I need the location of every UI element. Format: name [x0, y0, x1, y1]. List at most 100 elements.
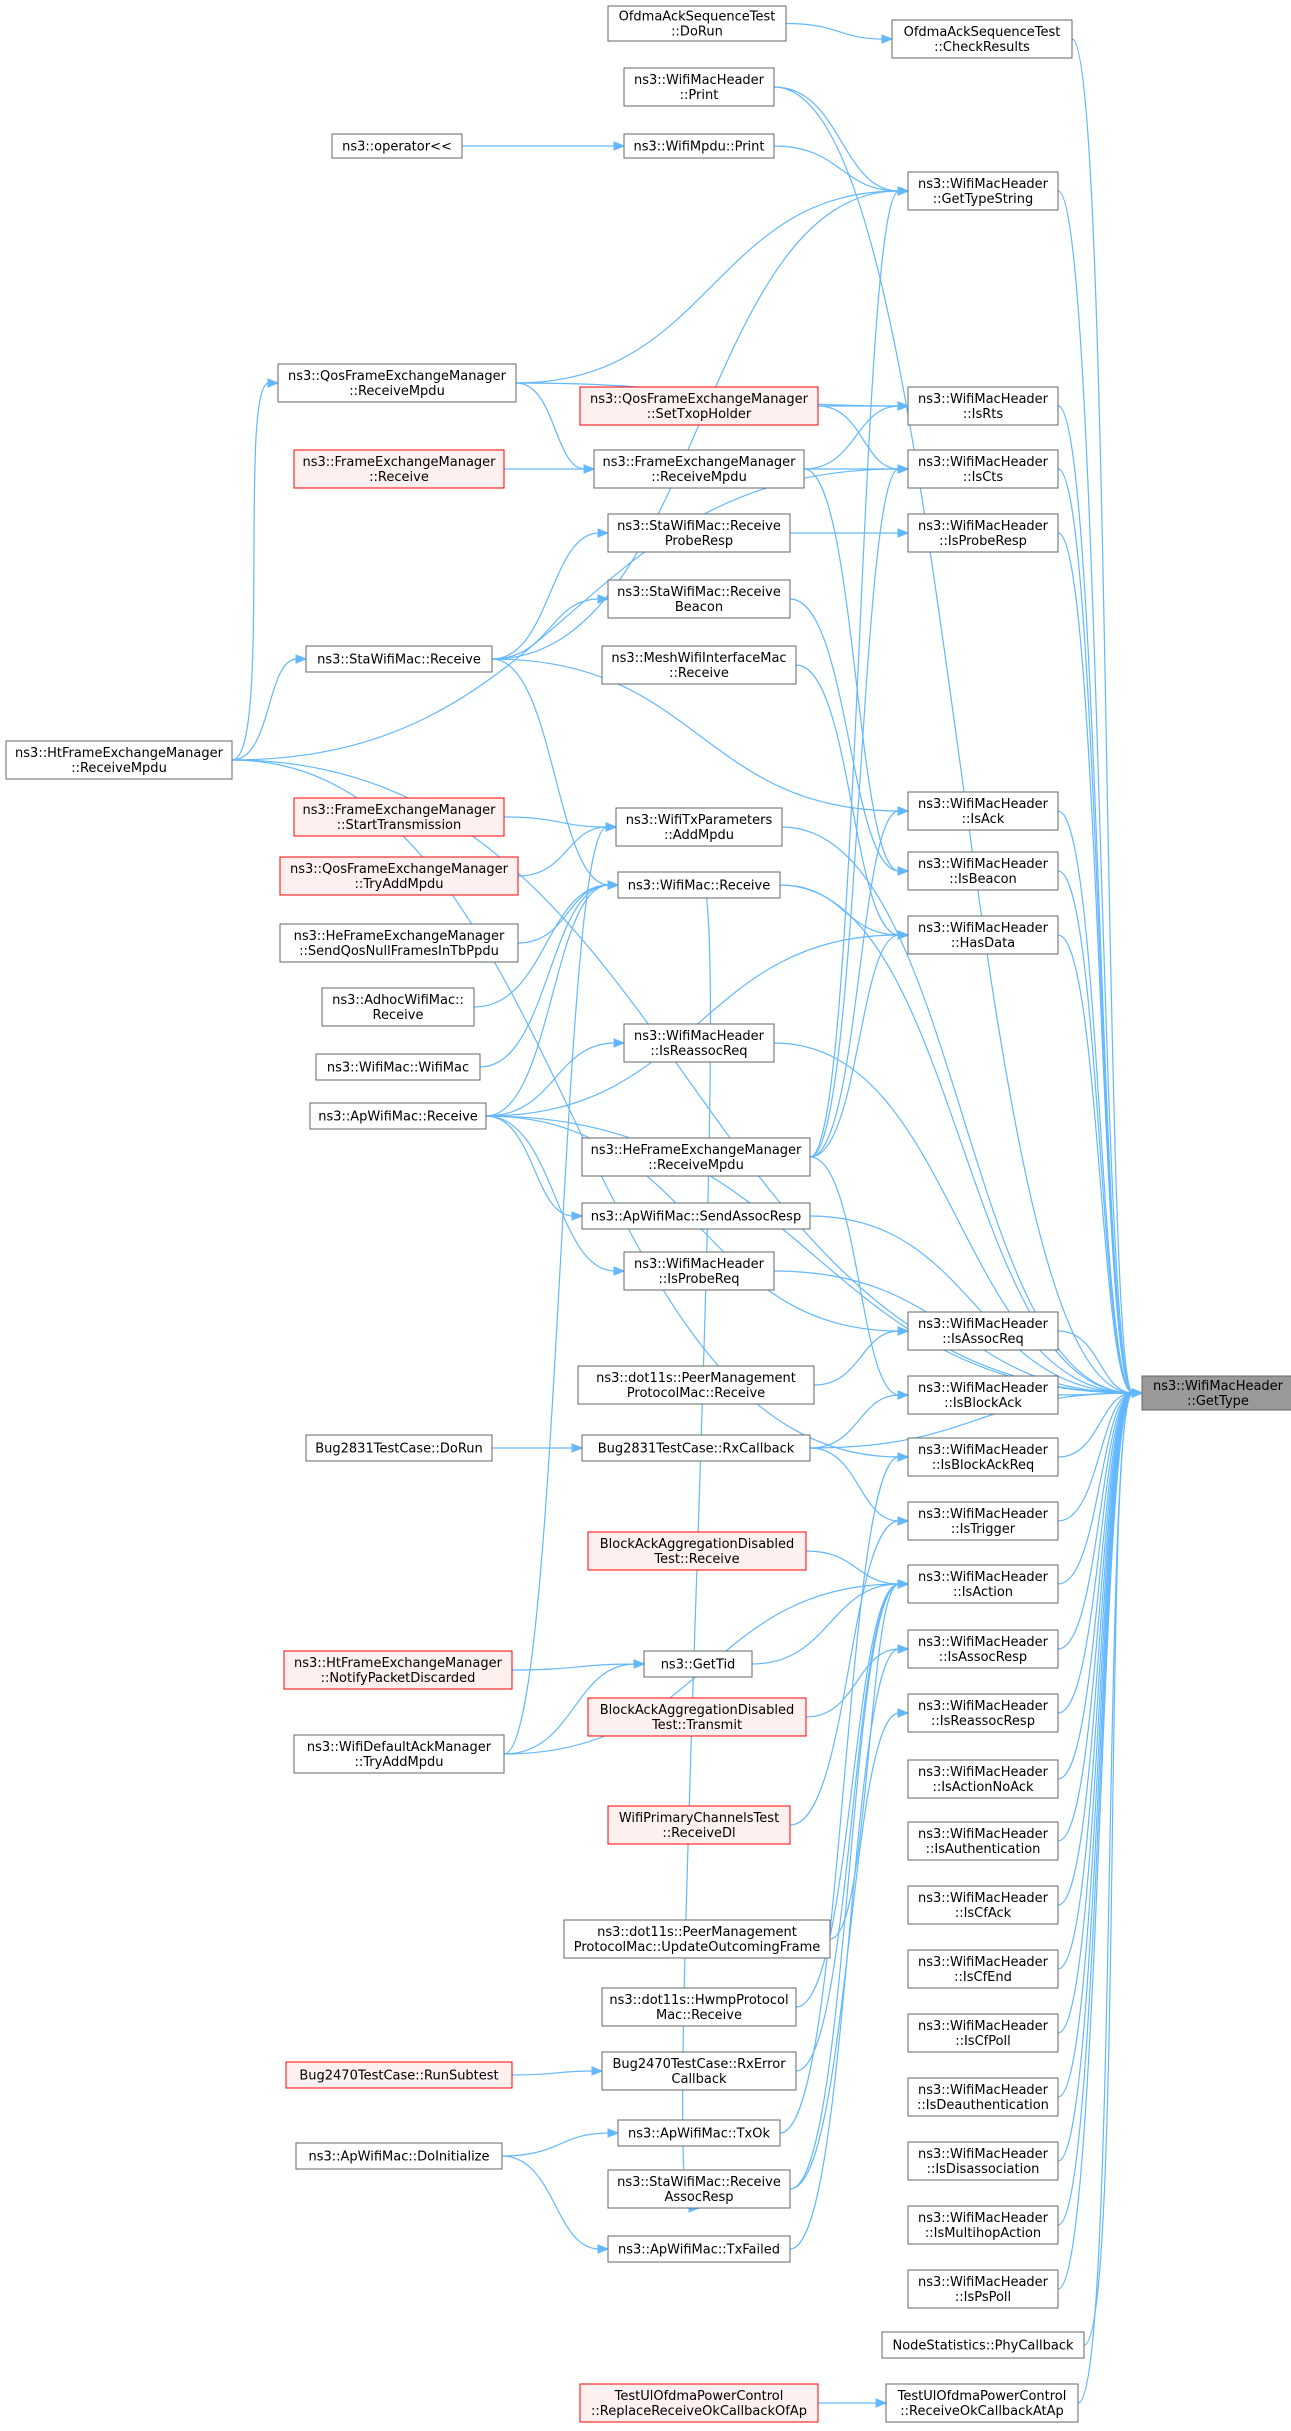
- graph-node-tulRecvOk[interactable]: TestUlOfdmaPowerControl::ReceiveOkCallba…: [885, 2383, 1079, 2423]
- graph-node-isAssocResp[interactable]: ns3::WifiMacHeader::IsAssocResp: [907, 1629, 1059, 1669]
- graph-node-peerMgmtUpdate[interactable]: ns3::dot11s::PeerManagementProtocolMac::…: [563, 1919, 831, 1959]
- node-box: [601, 2051, 797, 2091]
- graph-node-print[interactable]: ns3::WifiMacHeader::Print: [623, 67, 775, 107]
- graph-node-wifiMacReceive[interactable]: ns3::WifiMac::Receive: [617, 871, 781, 899]
- graph-node-isAction[interactable]: ns3::WifiMacHeader::IsAction: [907, 1564, 1059, 1604]
- node-box: [623, 1023, 775, 1063]
- node-box: [907, 2141, 1059, 2181]
- graph-node-isCfAck[interactable]: ns3::WifiMacHeader::IsCfAck: [907, 1885, 1059, 1925]
- graph-node-isPsPoll[interactable]: ns3::WifiMacHeader::IsPsPoll: [907, 2269, 1059, 2309]
- graph-node-isCfEnd[interactable]: ns3::WifiMacHeader::IsCfEnd: [907, 1949, 1059, 1989]
- call-edge: [501, 2155, 610, 2254]
- graph-node-isCfPoll[interactable]: ns3::WifiMacHeader::IsCfPoll: [907, 2013, 1059, 2053]
- graph-node-wifiMacCtor[interactable]: ns3::WifiMac::WifiMac: [315, 1053, 481, 1081]
- node-box: [607, 1805, 791, 1845]
- node-label: ns3::WifiMacHeader: [918, 392, 1049, 407]
- graph-node-bugDoRun[interactable]: Bug2831TestCase::DoRun: [305, 1434, 493, 1462]
- graph-node-mpduPrint[interactable]: ns3::WifiMpdu::Print: [623, 133, 775, 159]
- graph-node-apReceive[interactable]: ns3::ApWifiMac::Receive: [309, 1102, 487, 1130]
- graph-node-isReassocResp[interactable]: ns3::WifiMacHeader::IsReassocResp: [907, 1693, 1059, 1733]
- graph-node-ofdmaCheck[interactable]: OfdmaAckSequenceTest::CheckResults: [891, 19, 1073, 59]
- graph-node-femReceive[interactable]: ns3::FrameExchangeManager::Receive: [293, 449, 505, 489]
- graph-node-tulReplace[interactable]: TestUlOfdmaPowerControl::ReplaceReceiveO…: [579, 2383, 819, 2423]
- node-box: [907, 449, 1059, 489]
- graph-node-isProbeReq[interactable]: ns3::WifiMacHeader::IsProbeReq: [623, 1251, 775, 1291]
- graph-node-isCts[interactable]: ns3::WifiMacHeader::IsCts: [907, 449, 1059, 489]
- node-label: ns3::StaWifiMac::Receive: [617, 2175, 781, 2190]
- graph-node-meshReceive[interactable]: ns3::MeshWifiInterfaceMac::Receive: [601, 645, 797, 685]
- graph-node-apTxOk[interactable]: ns3::ApWifiMac::TxOk: [617, 2119, 781, 2147]
- node-label: ns3::WifiMacHeader: [918, 857, 1049, 872]
- graph-node-defAckTryAdd[interactable]: ns3::WifiDefaultAckManager::TryAddMpdu: [293, 1734, 505, 1774]
- graph-node-heSendQosNull[interactable]: ns3::HeFrameExchangeManager::SendQosNull…: [279, 923, 519, 963]
- graph-node-femRecvMpdu[interactable]: ns3::FrameExchangeManager::ReceiveMpdu: [593, 449, 805, 489]
- graph-node-txParamsAdd[interactable]: ns3::WifiTxParameters::AddMpdu: [615, 807, 783, 847]
- graph-node-isAssocReq[interactable]: ns3::WifiMacHeader::IsAssocReq: [907, 1311, 1059, 1351]
- graph-node-isDeauth[interactable]: ns3::WifiMacHeader::IsDeauthentication: [907, 2077, 1059, 2117]
- graph-node-isBlockAck[interactable]: ns3::WifiMacHeader::IsBlockAck: [907, 1375, 1059, 1415]
- graph-node-isDisassoc[interactable]: ns3::WifiMacHeader::IsDisassociation: [907, 2141, 1059, 2181]
- graph-node-isBeacon[interactable]: ns3::WifiMacHeader::IsBeacon: [907, 851, 1059, 891]
- node-label: ns3::WifiTxParameters: [626, 813, 773, 828]
- node-label: ::IsAssocResp: [939, 1650, 1027, 1665]
- node-box: [331, 133, 463, 159]
- graph-node-htRecvMpdu[interactable]: ns3::HtFrameExchangeManager::ReceiveMpdu: [5, 740, 233, 780]
- graph-node-isTrigger[interactable]: ns3::WifiMacHeader::IsTrigger: [907, 1501, 1059, 1541]
- graph-node-apSendAssocResp[interactable]: ns3::ApWifiMac::SendAssocResp: [581, 1202, 811, 1230]
- call-edge: [491, 594, 610, 660]
- graph-node-nodePhyCb[interactable]: NodeStatistics::PhyCallback: [881, 2331, 1085, 2359]
- node-label: ::NotifyPacketDiscarded: [321, 1671, 476, 1686]
- graph-node-isAck[interactable]: ns3::WifiMacHeader::IsAck: [907, 791, 1059, 831]
- graph-node-getTid[interactable]: ns3::GetTid: [643, 1650, 753, 1678]
- node-label: ::ReceiveMpdu: [651, 470, 747, 485]
- graph-node-peerMgmtRecv[interactable]: ns3::dot11s::PeerManagementProtocolMac::…: [577, 1365, 815, 1405]
- graph-node-bug2470Run[interactable]: Bug2470TestCase::RunSubtest: [285, 2061, 513, 2089]
- node-box: [907, 2205, 1059, 2245]
- graph-node-bugRxCallback[interactable]: Bug2831TestCase::RxCallback: [581, 1434, 811, 1462]
- graph-node-heRecvMpdu[interactable]: ns3::HeFrameExchangeManager::ReceiveMpdu: [581, 1137, 811, 1177]
- graph-node-apTxFailed[interactable]: ns3::ApWifiMac::TxFailed: [607, 2235, 791, 2263]
- node-box: [643, 1650, 753, 1678]
- graph-node-isAuth[interactable]: ns3::WifiMacHeader::IsAuthentication: [907, 1821, 1059, 1861]
- graph-node-htNotify[interactable]: ns3::HtFrameExchangeManager::NotifyPacke…: [283, 1650, 513, 1690]
- call-edge: [789, 598, 910, 876]
- node-label: ns3::StaWifiMac::Receive: [617, 519, 781, 534]
- graph-node-apDoInit[interactable]: ns3::ApWifiMac::DoInitialize: [295, 2142, 503, 2170]
- node-label: ::IsAssocReq: [942, 1332, 1024, 1347]
- graph-node-isMultihop[interactable]: ns3::WifiMacHeader::IsMultihopAction: [907, 2205, 1059, 2245]
- graph-node-femStartTx[interactable]: ns3::FrameExchangeManager::StartTransmis…: [293, 797, 505, 837]
- graph-node-qosRecv[interactable]: ns3::QosFrameExchangeManager::ReceiveMpd…: [277, 363, 517, 403]
- graph-node-isReassocReq[interactable]: ns3::WifiMacHeader::IsReassocReq: [623, 1023, 775, 1063]
- graph-node-isRts[interactable]: ns3::WifiMacHeader::IsRts: [907, 386, 1059, 426]
- node-label: ::Receive: [369, 470, 429, 485]
- graph-node-adhocReceive[interactable]: ns3::AdhocWifiMac::Receive: [321, 987, 475, 1027]
- graph-node-ofdmaDoRun[interactable]: OfdmaAckSequenceTest::DoRun: [607, 5, 787, 42]
- node-box: [305, 645, 493, 673]
- node-box: [607, 2169, 791, 2209]
- node-box: [881, 2331, 1085, 2359]
- node-box: [293, 449, 505, 489]
- graph-node-primaryRecvDl[interactable]: WifiPrimaryChannelsTest::ReceiveDl: [607, 1805, 791, 1845]
- target-node[interactable]: ns3::WifiMacHeader::GetType: [1141, 1375, 1291, 1411]
- call-edge: [789, 1708, 910, 2190]
- graph-node-operatorLL[interactable]: ns3::operator<<: [331, 133, 463, 159]
- graph-node-qosTryAdd[interactable]: ns3::QosFrameExchangeManager::TryAddMpdu: [279, 856, 519, 896]
- graph-node-baDisTx[interactable]: BlockAckAggregationDisabledTest::Transmi…: [587, 1697, 807, 1737]
- node-box: [907, 1693, 1059, 1733]
- node-box: [581, 1137, 811, 1177]
- call-edge: [818, 2398, 888, 2408]
- node-label: ::IsCfEnd: [954, 1970, 1012, 1985]
- graph-node-isBlockAckReq[interactable]: ns3::WifiMacHeader::IsBlockAckReq: [907, 1437, 1059, 1477]
- graph-node-hasData[interactable]: ns3::WifiMacHeader::HasData: [907, 915, 1059, 955]
- graph-node-staReceive[interactable]: ns3::StaWifiMac::Receive: [305, 645, 493, 673]
- graph-node-isProbeResp[interactable]: ns3::WifiMacHeader::IsProbeResp: [907, 513, 1059, 553]
- graph-node-isActionNoAck[interactable]: ns3::WifiMacHeader::IsActionNoAck: [907, 1759, 1059, 1799]
- graph-node-qosSetTxop[interactable]: ns3::QosFrameExchangeManager::SetTxopHol…: [579, 386, 819, 426]
- graph-node-getTypeString[interactable]: ns3::WifiMacHeader::GetTypeString: [907, 171, 1059, 211]
